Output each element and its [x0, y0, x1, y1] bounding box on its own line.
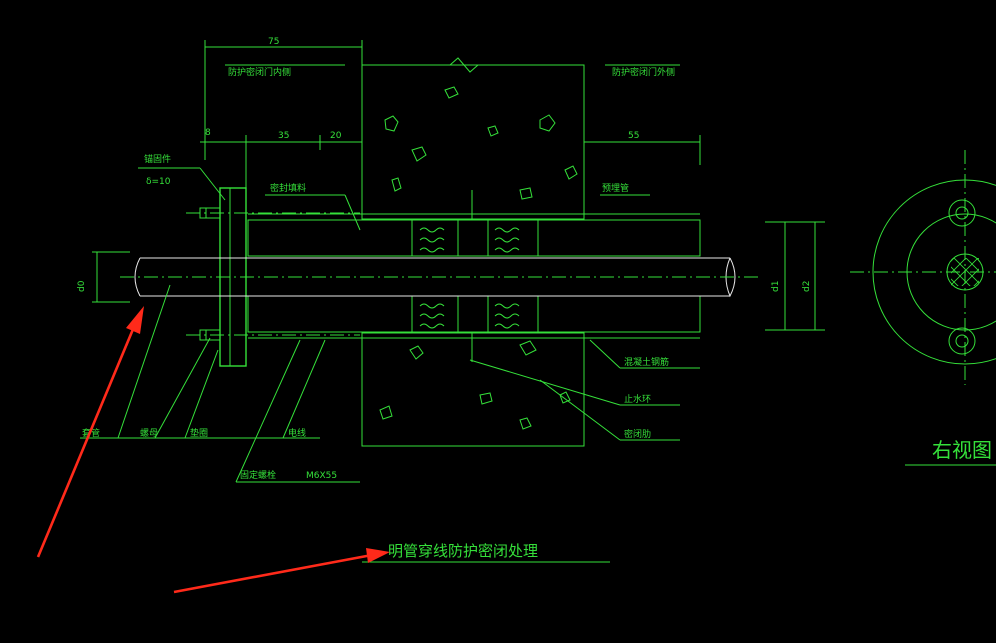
label-d0: d0 [77, 280, 87, 292]
label-nut: 螺母 [140, 428, 158, 439]
label-protective-inner: 防护密闭门内侧 [228, 66, 291, 78]
annotation-arrow-2 [173, 548, 390, 594]
caption-title: 明管穿线防护密闭处理 [388, 542, 538, 560]
leader-lines [80, 64, 700, 483]
label-delta: δ=10 [146, 177, 171, 187]
label-bolt-spec: M6X55 [306, 471, 337, 481]
label-water-stop: 止水环 [624, 393, 651, 405]
right-view-title: 右视图 [932, 438, 992, 462]
label-dense-material: 密闭肋 [624, 428, 651, 440]
label-d2: d2 [802, 281, 812, 292]
dim-20: 20 [330, 131, 342, 141]
annotation-arrow-1 [36, 306, 144, 558]
label-sealing-fill: 密封填料 [270, 182, 306, 194]
sleeve-body [247, 190, 701, 362]
dim-8: 8 [205, 128, 211, 138]
label-grout-steel: 混凝土钢筋 [624, 356, 669, 368]
label-anchor-plate: 锚固件 [144, 153, 171, 165]
dimension-lines [92, 40, 825, 331]
dim-35: 35 [278, 131, 289, 141]
pipe [120, 257, 760, 298]
label-embedded-sleeve: 预埋管 [602, 182, 629, 194]
dim-55: 55 [628, 131, 639, 141]
right-view [850, 150, 996, 466]
label-protective-outer: 防护密闭门外侧 [612, 66, 675, 78]
label-wire: 电线 [288, 427, 306, 439]
label-d1: d1 [771, 281, 781, 292]
dim-75: 75 [268, 37, 279, 47]
wall-section [361, 57, 585, 447]
label-fixing-bolt: 固定螺栓 [240, 469, 276, 481]
label-gasket: 垫圈 [190, 427, 208, 439]
